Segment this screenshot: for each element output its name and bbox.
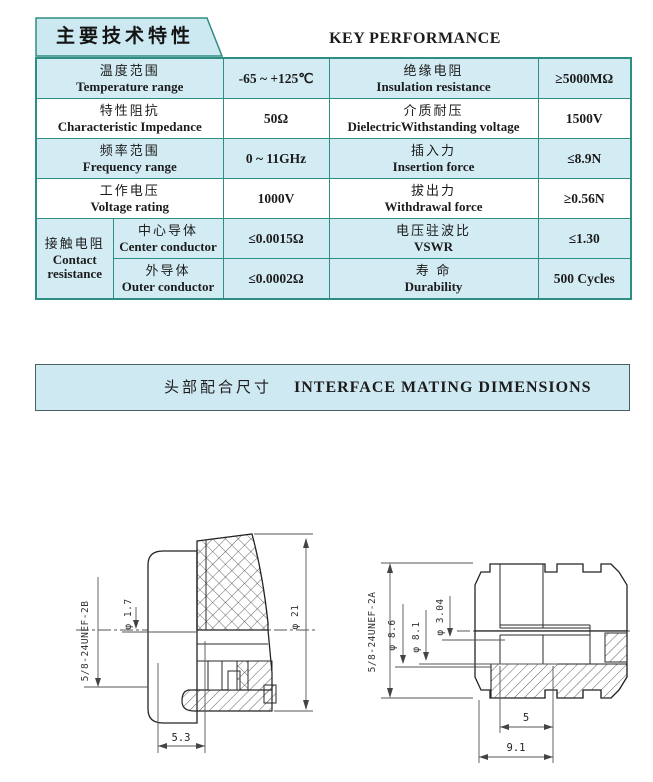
table-row-outer-conductor: 外导体 Outer conductor ≤0.0002Ω 寿 命 Durabil… [36, 258, 632, 300]
contact-cavity [207, 660, 223, 691]
param-label-cn: 频率范围 [99, 142, 160, 158]
param-label-cn: 寿 命 [415, 262, 452, 278]
section2-title-en: INTERFACE MATING DIMENSIONS [294, 379, 592, 396]
param-label-en: Insulation resistance [376, 78, 491, 94]
param-value: ≤0.0015Ω [222, 218, 330, 259]
param-value: 500 Cycles [537, 258, 632, 300]
spec-table: 温度范围 Temperature range -65 ~ +125℃ 绝缘电阻 … [35, 57, 633, 300]
contact-resistance-group-cell: 接触电阻 Contact resistance [35, 218, 114, 300]
interface-mating-header: 头部配合尺寸 INTERFACE MATING DIMENSIONS [35, 364, 630, 411]
param-label-cn: 电压驻波比 [396, 222, 472, 238]
left-connector-drawing: 5/8-24UNEF-2B φ 1.7 φ 21 5.3 [76, 533, 318, 753]
param-label: 寿 命 Durability [328, 258, 539, 300]
param-value: ≤0.0002Ω [222, 258, 330, 300]
plug-upper-outline [474, 563, 628, 632]
section1-title-en: KEY PERFORMANCE [329, 30, 501, 47]
param-label-cn: 介质耐压 [403, 102, 464, 118]
param-label: 特性阻抗 Characteristic Impedance [35, 98, 224, 139]
param-label: 温度范围 Temperature range [35, 57, 224, 99]
param-value: -65 ~ +125℃ [222, 57, 330, 99]
param-label: 绝缘电阻 Insulation resistance [328, 57, 539, 99]
insulator-section [247, 660, 273, 691]
param-label-en: Durability [404, 278, 463, 294]
param-label: 插入力 Insertion force [328, 138, 539, 179]
table-row-center-conductor: 接触电阻 Contact resistance 中心导体 Center cond… [35, 218, 632, 300]
length-dimension-inner: 5 [523, 712, 529, 724]
param-label: 外导体 Outer conductor [112, 258, 224, 300]
param-label-en: Voltage rating [90, 198, 170, 214]
param-label-en: Outer conductor [121, 278, 215, 294]
depth-dimension-label: 5.3 [172, 732, 191, 744]
flange-section-hatch [604, 632, 628, 663]
table-row-frequency: 频率范围 Frequency range 0 ~ 11GHz 插入力 Inser… [35, 138, 632, 179]
table-row-impedance: 特性阻抗 Characteristic Impedance 50Ω 介质耐压 D… [35, 98, 632, 139]
param-label-en: Temperature range [76, 78, 184, 94]
param-label: 工作电压 Voltage rating [35, 178, 224, 219]
param-value: 0 ~ 11GHz [222, 138, 330, 179]
param-label-cn: 特性阻抗 [99, 102, 160, 118]
param-value: 50Ω [222, 98, 330, 139]
param-label-en: Characteristic Impedance [57, 118, 202, 134]
section1-title-cn: 主要技术特性 [55, 26, 194, 47]
param-label: 中心导体 Center conductor [112, 218, 224, 259]
param-value: ≥0.56N [537, 178, 632, 219]
key-performance-header: 主要技术特性 KEY PERFORMANCE [35, 17, 630, 57]
param-label-en: Frequency range [82, 158, 177, 174]
diameter-label-8-6: φ 8.6 [387, 619, 398, 650]
param-label-cn: 外导体 [145, 262, 191, 278]
table-row-temperature: 温度范围 Temperature range -65 ~ +125℃ 绝缘电阻 … [35, 57, 632, 99]
base-section [181, 689, 273, 712]
gasket-section [236, 660, 249, 691]
param-label-en: DielectricWithstanding voltage [347, 118, 520, 134]
param-label: 拔出力 Withdrawal force [328, 178, 539, 219]
right-connector-drawing: 5/8-24UNEF-2A φ 8.6 φ 8.1 φ 3.04 5 9.1 [367, 562, 633, 763]
param-label-cn: 温度范围 [99, 62, 160, 78]
param-label: 介质耐压 DielectricWithstanding voltage [328, 98, 539, 139]
table-row-voltage: 工作电压 Voltage rating 1000V 拔出力 Withdrawal… [35, 178, 632, 219]
param-label-cn: 插入力 [411, 142, 457, 158]
diameter-label-3-04: φ 3.04 [435, 598, 446, 635]
param-value: 1500V [537, 98, 632, 139]
param-label: 频率范围 Frequency range [35, 138, 224, 179]
section2-title-cn: 头部配合尺寸 [164, 379, 273, 396]
param-value: ≥5000MΩ [537, 57, 632, 99]
length-dimension-outer: 9.1 [507, 742, 526, 754]
param-label-en: Insertion force [392, 158, 475, 174]
param-label: 电压驻波比 VSWR [328, 218, 539, 259]
param-label-cn: 绝缘电阻 [403, 62, 464, 78]
diameter-label-8-1: φ 8.1 [411, 621, 422, 652]
pin-diameter-label: φ 1.7 [123, 598, 134, 629]
param-label-en: Center conductor [119, 238, 217, 254]
param-value: 1000V [222, 178, 330, 219]
body-section-hatch [490, 663, 628, 699]
param-label-cn: 工作电压 [99, 182, 160, 198]
knurl-section [196, 533, 269, 631]
group-label-cn: 接触电阻 [44, 235, 105, 251]
param-label-cn: 中心导体 [138, 222, 199, 238]
param-value: ≤8.9N [537, 138, 632, 179]
param-label-en: Withdrawal force [384, 198, 483, 214]
outer-diameter-label: φ 21 [290, 605, 301, 630]
param-label-en: VSWR [414, 238, 454, 254]
param-label-cn: 拔出力 [411, 182, 457, 198]
group-label-en: Contact resistance [47, 251, 103, 281]
coupling-nut-outline [147, 550, 198, 724]
header-trapezoid [35, 17, 224, 57]
param-value: ≤1.30 [537, 218, 632, 259]
thread-spec-label: 5/8-24UNEF-2A [367, 592, 378, 673]
thread-spec-label: 5/8-24UNEF-2B [80, 601, 91, 682]
